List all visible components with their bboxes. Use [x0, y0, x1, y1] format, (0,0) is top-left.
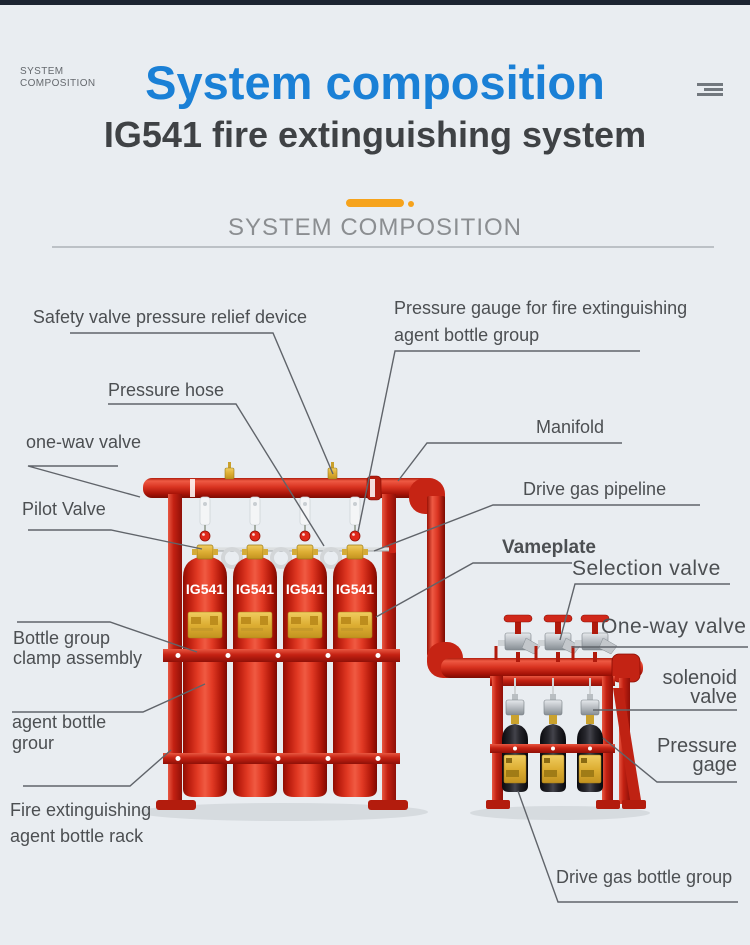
label-drive-gas-bottle-group: Drive gas bottle group: [556, 867, 733, 887]
page-title: System composition: [145, 56, 605, 109]
label-pressure-gauge-line1: Pressure gauge for fire extinguishing: [394, 298, 688, 318]
label-rack-line1: Fire extinguishing: [10, 800, 152, 820]
solenoid-valve: [580, 694, 600, 724]
leader-pressure-hose: [108, 403, 325, 547]
label-clamp-assembly: Bottle group clamp assembly: [13, 628, 142, 668]
svg-text:IG541: IG541: [186, 581, 224, 597]
agent-bottle: IG541: [333, 530, 377, 797]
solenoid-valve: [543, 694, 563, 724]
label-solenoid-valve: solenoid valve: [662, 667, 737, 708]
leader-selection-valve: [559, 583, 730, 641]
menu-icon-bar: [697, 83, 723, 86]
floor-shadows: [138, 803, 650, 821]
agent-bottle: IG541: [183, 530, 227, 797]
section-heading: SYSTEM COMPOSITION: [227, 214, 523, 241]
drive-gas-vertical-pipe: [427, 496, 445, 656]
drive-gas-bottle: [540, 724, 566, 792]
eyebrow-line1: SYSTEM: [20, 66, 64, 77]
svg-text:IG541: IG541: [336, 581, 374, 597]
label-agent-line2: grour: [12, 733, 55, 753]
drive-gas-horizontal-pipe: [441, 653, 643, 683]
label-selection-valve: Selection valve: [572, 557, 721, 580]
menu-icon: [697, 83, 723, 99]
strap: [299, 496, 311, 531]
eyebrow-text: SYSTEM COMPOSITION: [20, 66, 96, 90]
leader-pilot-valve: [28, 529, 203, 550]
leader-lines: [12, 332, 748, 903]
manifold-pipe: [143, 475, 437, 501]
hanger-straps: [199, 496, 361, 531]
label-one-way-valve-left: one-wav valve: [26, 432, 142, 452]
agent-bottle: IG541: [233, 530, 277, 797]
selection-valve: [494, 614, 541, 662]
label-rack-line2: agent bottle rack: [10, 826, 144, 846]
label-agent-line1: agent bottle: [12, 712, 107, 732]
label-pressure-hose: Pressure hose: [108, 380, 225, 400]
solenoid-valve: [505, 694, 525, 724]
bottle-clamp-bars: [163, 649, 400, 764]
label-clamp-line2: clamp assembly: [13, 648, 143, 668]
selection-valve: [571, 614, 618, 662]
leader-pressure-gage: [602, 737, 737, 783]
leader-agent-bottle-group: [12, 683, 206, 713]
leader-bottle-rack: [23, 749, 172, 787]
label-one-way-valve-right: One-way valve: [601, 615, 747, 638]
label-solenoid-line2: valve: [690, 686, 737, 708]
label-drive-gas-pipeline: Drive gas pipeline: [523, 479, 667, 499]
label-solenoid-line1: solenoid: [662, 667, 737, 689]
label-pilot-valve: Pilot Valve: [22, 499, 106, 519]
leader-clamp-assembly: [17, 621, 198, 653]
label-vameplate: Vameplate: [502, 537, 596, 558]
menu-icon-bar: [697, 93, 723, 96]
leader-one-way-valve-left: [27, 465, 141, 498]
leader-manifold: [397, 442, 622, 482]
section-divider: [52, 246, 714, 248]
label-clamp-line1: Bottle group: [13, 628, 111, 648]
label-pressure-gage: Pressure gage: [656, 735, 738, 776]
menu-icon-bar: [704, 88, 723, 91]
drive-gas-bottle: [502, 724, 528, 792]
strap: [199, 496, 211, 531]
accent-dash: [346, 199, 404, 207]
strap: [349, 496, 361, 531]
leader-drive-gas-bottle-group: [517, 790, 738, 903]
label-pressure-gage-line1: Pressure: [656, 735, 737, 757]
label-pressure-gauge: Pressure gauge for fire extinguishing ag…: [394, 295, 687, 349]
label-manifold: Manifold: [535, 417, 605, 437]
main-bottle-assembly: IG541 IG541: [143, 462, 445, 810]
strap: [249, 496, 261, 531]
accent-dot: [408, 201, 414, 207]
leader-drive-gas-pipeline: [373, 504, 700, 552]
safety-valve-fitting: [224, 462, 338, 480]
label-bottle-rack: Fire extinguishing agent bottle rack: [10, 797, 151, 849]
drive-gas-bottle: [577, 724, 603, 792]
eyebrow-line2: COMPOSITION: [20, 78, 96, 89]
page-subtitle: IG541 fire extinguishing system: [103, 114, 647, 155]
label-pressure-gauge-line2: agent bottle group: [394, 325, 540, 345]
svg-text:IG541: IG541: [236, 581, 274, 597]
top-accent-bar: [0, 0, 750, 5]
solenoid-valves: [505, 694, 600, 724]
label-pressure-gage-line2: gage: [692, 754, 738, 776]
drive-gas-assembly: [427, 614, 646, 809]
leader-vameplate: [375, 562, 572, 618]
label-safety-valve: Safety valve pressure relief device: [32, 307, 308, 327]
leader-safety-valve: [70, 332, 334, 475]
rack-feet: [156, 800, 408, 810]
drive-gas-bottle-group: [502, 724, 603, 792]
coiled-pressure-hoses: [221, 547, 342, 569]
agent-bottle-group: IG541 IG541: [183, 530, 377, 797]
leader-pressure-gauge: [357, 350, 640, 533]
label-agent-bottle-group: agent bottle grour: [12, 712, 106, 754]
selection-valves: [494, 614, 618, 662]
agent-bottle: IG541: [283, 530, 327, 797]
svg-text:IG541: IG541: [286, 581, 324, 597]
drive-gas-rack-feet: [486, 800, 646, 809]
drive-gas-rack-midrail: [490, 744, 615, 753]
